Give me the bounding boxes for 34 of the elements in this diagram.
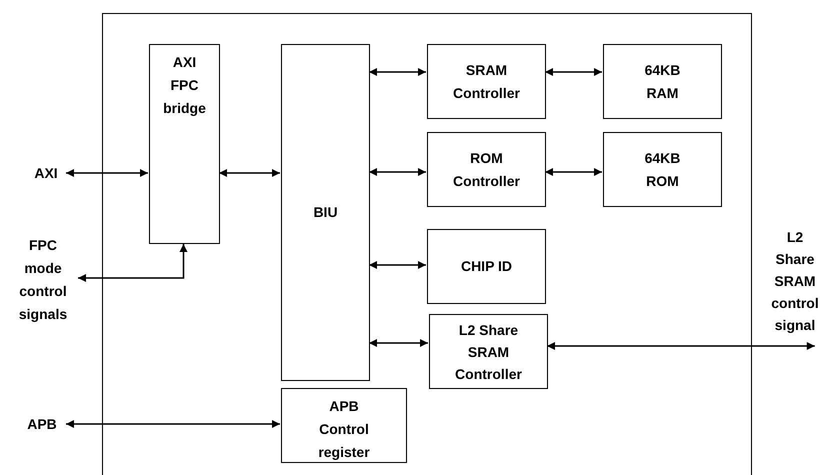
bidirectional-arrow bbox=[78, 244, 188, 282]
chip-boundary-box bbox=[102, 13, 752, 475]
bidirectional-arrow bbox=[369, 339, 428, 347]
block-label: BIU bbox=[313, 203, 338, 222]
controller-block bbox=[427, 132, 546, 207]
block-label: ROM Controller bbox=[452, 148, 521, 190]
block-label: L2 Share SRAM Controller bbox=[454, 320, 523, 384]
bidirectional-arrow bbox=[369, 168, 426, 176]
bidirectional-arrow bbox=[369, 261, 426, 269]
biu-block bbox=[281, 44, 370, 381]
bridge-block bbox=[149, 44, 220, 244]
bidirectional-arrow bbox=[545, 68, 602, 76]
block-label: CHIP ID bbox=[460, 257, 512, 276]
bidirectional-arrow bbox=[219, 169, 280, 177]
bidirectional-arrow bbox=[545, 168, 602, 176]
block-label: APB bbox=[27, 414, 57, 434]
bidirectional-arrow bbox=[66, 420, 280, 428]
block-label: L2 Share SRAM control signal bbox=[770, 228, 820, 335]
controller-block bbox=[429, 314, 548, 389]
block-label: APB Control register bbox=[317, 397, 371, 462]
memory-block bbox=[603, 132, 722, 207]
bidirectional-arrow bbox=[547, 342, 815, 350]
chip-id-block bbox=[427, 229, 546, 304]
block-label: AXI FPC bridge bbox=[162, 53, 207, 118]
block-label: SRAM Controller bbox=[452, 60, 521, 102]
block-label: FPC mode control signals bbox=[18, 236, 68, 324]
controller-block bbox=[427, 44, 546, 119]
block-label: AXI bbox=[34, 164, 58, 182]
bidirectional-arrow bbox=[369, 68, 426, 76]
bidirectional-arrow bbox=[66, 169, 148, 177]
block-label: 64KB ROM bbox=[644, 148, 682, 190]
block-label: 64KB RAM bbox=[644, 60, 682, 102]
register-block bbox=[281, 388, 407, 463]
memory-block bbox=[603, 44, 722, 119]
